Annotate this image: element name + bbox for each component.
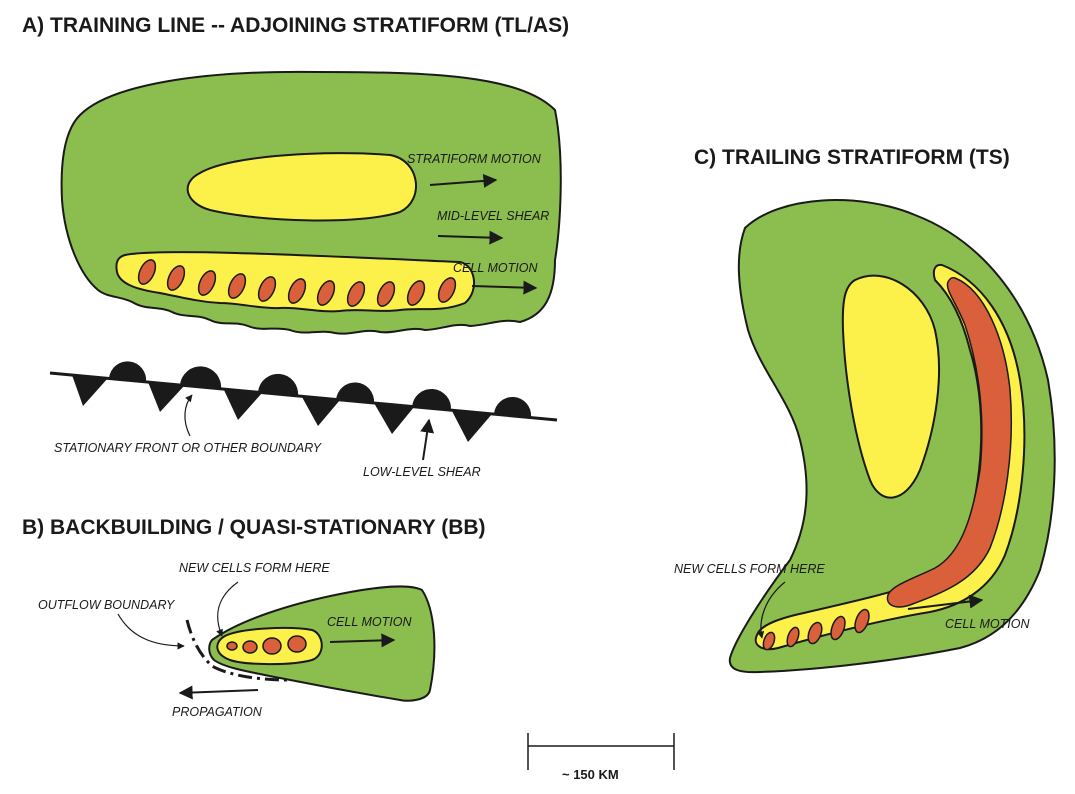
convective-cell xyxy=(137,259,157,285)
convective-cell xyxy=(227,273,247,299)
convective-cell xyxy=(257,276,277,302)
new-cells-label-c: NEW CELLS FORM HERE xyxy=(674,562,825,576)
low-level-shear-label: LOW-LEVEL SHEAR xyxy=(363,465,481,479)
panel-c-new-cells xyxy=(762,608,870,651)
panel-c-title: C) TRAILING STRATIFORM (TS) xyxy=(694,146,1010,169)
propagation-label: PROPAGATION xyxy=(172,705,263,719)
low-level-shear-arrow xyxy=(420,418,435,461)
scale-bar: ~ 150 KM xyxy=(527,733,675,782)
front-label: STATIONARY FRONT OR OTHER BOUNDARY xyxy=(54,441,323,455)
cell-motion-arrow-b xyxy=(329,633,396,648)
convective-cell xyxy=(242,640,258,654)
mid-level-shear-label: MID-LEVEL SHEAR xyxy=(437,209,549,223)
convective-cell xyxy=(316,280,336,306)
new-cells-label-b: NEW CELLS FORM HERE xyxy=(179,561,330,575)
propagation-arrow xyxy=(178,685,259,700)
outflow-label: OUTFLOW BOUNDARY xyxy=(38,598,176,612)
new-cells-pointer-c xyxy=(757,581,786,639)
new-cells-pointer-b xyxy=(216,581,239,637)
convective-cell xyxy=(346,281,366,307)
panel-a-convective-cells xyxy=(137,259,457,307)
convective-cell xyxy=(287,278,307,304)
convective-cell xyxy=(762,631,776,651)
convective-cell xyxy=(830,615,846,641)
mid-level-shear-arrow xyxy=(437,230,504,245)
cold-front-triangle xyxy=(72,375,108,406)
cold-front-triangle xyxy=(374,403,414,434)
front-line xyxy=(49,371,558,422)
panel-b-convective-cells xyxy=(226,635,307,655)
panel-b-title: B) BACKBUILDING / QUASI-STATIONARY (BB) xyxy=(22,516,486,539)
convective-cell xyxy=(197,270,217,296)
convective-cell xyxy=(786,626,800,648)
warm-front-semicircle xyxy=(180,366,222,389)
panel-a: A) TRAINING LINE -- ADJOINING STRATIFORM… xyxy=(22,14,569,479)
panel-a-title: A) TRAINING LINE -- ADJOINING STRATIFORM… xyxy=(22,14,569,37)
convective-cell xyxy=(406,280,426,306)
warm-front-semicircle xyxy=(336,382,375,403)
convective-cell xyxy=(262,637,282,655)
cell-motion-arrow-a xyxy=(471,280,538,295)
warm-front-semicircle xyxy=(258,373,299,396)
outflow-pointer xyxy=(117,613,185,650)
panel-a-stratiform-core xyxy=(186,152,417,222)
outflow-boundary-line xyxy=(185,619,291,682)
panel-c: C) TRAILING STRATIFORM (TS) NEW CELLS FO… xyxy=(674,146,1056,674)
warm-front-semicircle xyxy=(494,396,532,417)
scale-bar-label: ~ 150 KM xyxy=(562,767,619,782)
convective-cell xyxy=(287,635,307,653)
stratiform-motion-label: STRATIFORM MOTION xyxy=(407,152,542,166)
panel-c-convective-band xyxy=(886,276,1013,608)
convective-cell xyxy=(437,277,457,303)
cold-front-triangle xyxy=(302,397,340,426)
warm-front-semicircle xyxy=(109,361,147,382)
convective-cell xyxy=(226,641,238,651)
convective-cell xyxy=(166,265,186,291)
cold-front-triangle xyxy=(452,411,492,442)
warm-front-semicircle xyxy=(412,388,452,410)
stratiform-motion-arrow xyxy=(429,173,498,188)
panel-b: B) BACKBUILDING / QUASI-STATIONARY (BB) … xyxy=(22,516,486,719)
front-pointer-arrow xyxy=(184,394,193,437)
cold-front-triangle xyxy=(148,382,184,412)
panel-c-stratiform-core xyxy=(841,274,940,499)
cell-motion-arrow-c xyxy=(907,594,984,610)
convective-cell xyxy=(376,281,396,307)
convective-cell xyxy=(854,608,870,634)
convective-cell xyxy=(807,621,823,645)
cell-motion-label-c: CELL MOTION xyxy=(945,617,1030,631)
stationary-front xyxy=(49,361,558,442)
cell-motion-label-b: CELL MOTION xyxy=(327,615,412,629)
cold-front-triangle xyxy=(224,390,262,420)
cell-motion-label-a: CELL MOTION xyxy=(453,261,538,275)
